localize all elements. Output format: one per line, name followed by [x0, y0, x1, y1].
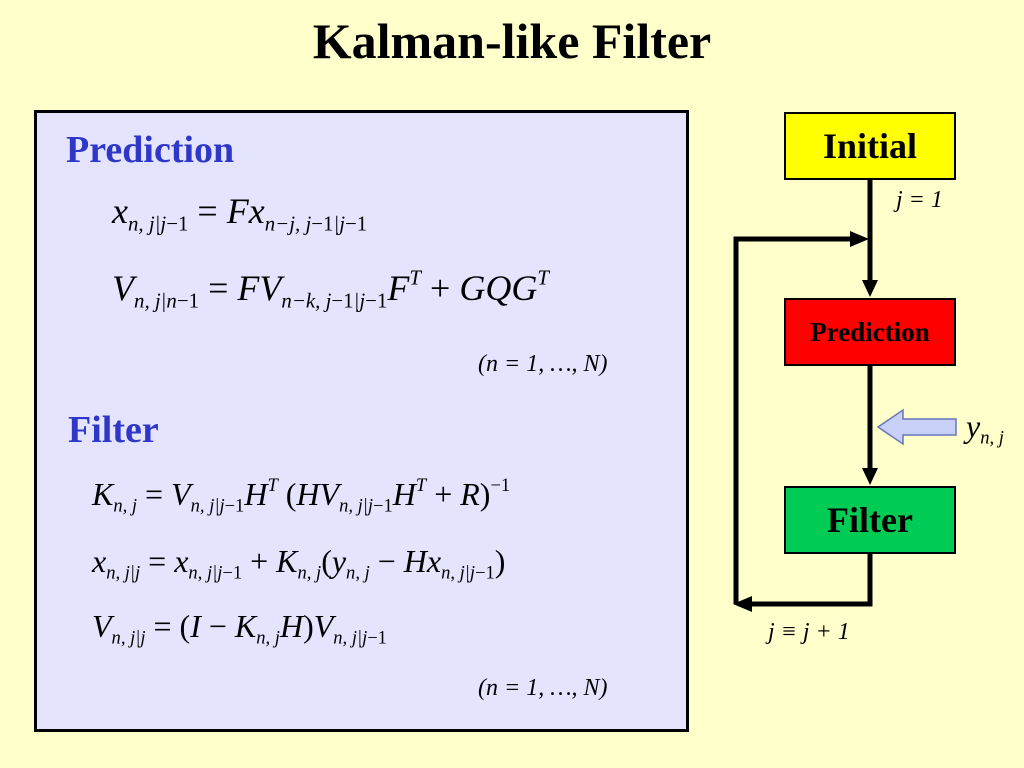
equations-panel: [34, 110, 689, 732]
observation-symbol: y: [966, 408, 981, 444]
prediction-box: Prediction: [784, 298, 956, 366]
filter-heading: Filter: [68, 409, 159, 451]
loop-bottom: [750, 554, 873, 607]
arrowhead-loop-left: [733, 596, 752, 612]
observation-subscript: n, j: [980, 427, 1004, 449]
prediction-covariance-equation: Vn, j|n−1 = FVn−k, j−1|j−1FT + GQGT: [112, 265, 549, 313]
loop-index-label: j ≡ j + 1: [768, 619, 850, 645]
arrowhead-filter: [862, 468, 878, 485]
loop-up: [733, 236, 852, 604]
init-index-label: j = 1: [896, 187, 943, 213]
observation-label: yn, j: [966, 408, 1004, 447]
arrowhead-prediction: [862, 280, 878, 297]
kalman-gain-equation: Kn, j = Vn, j|j−1HT (HVn, j|j−1HT + R)−1: [92, 475, 511, 517]
prediction-heading: Prediction: [66, 129, 235, 171]
slide-title: Kalman-like Filter: [312, 13, 712, 69]
filter-covariance-equation: Vn, j|j = (I − Kn, jH)Vn, j|j−1: [92, 608, 387, 649]
prediction-state-equation: xn, j|j−1 = Fxn−j, j−1|j−1: [112, 191, 368, 236]
input-arrow: [876, 408, 957, 446]
arrowhead-loop-right: [850, 231, 869, 247]
initial-box: Initial: [784, 112, 956, 180]
filter-box: Filter: [784, 486, 956, 554]
prediction-range-note: (n = 1, …, N): [478, 351, 608, 377]
filter-state-equation: xn, j|j = xn, j|j−1 + Kn, j(yn, j − Hxn,…: [92, 543, 506, 584]
filter-range-note: (n = 1, …, N): [478, 675, 608, 701]
